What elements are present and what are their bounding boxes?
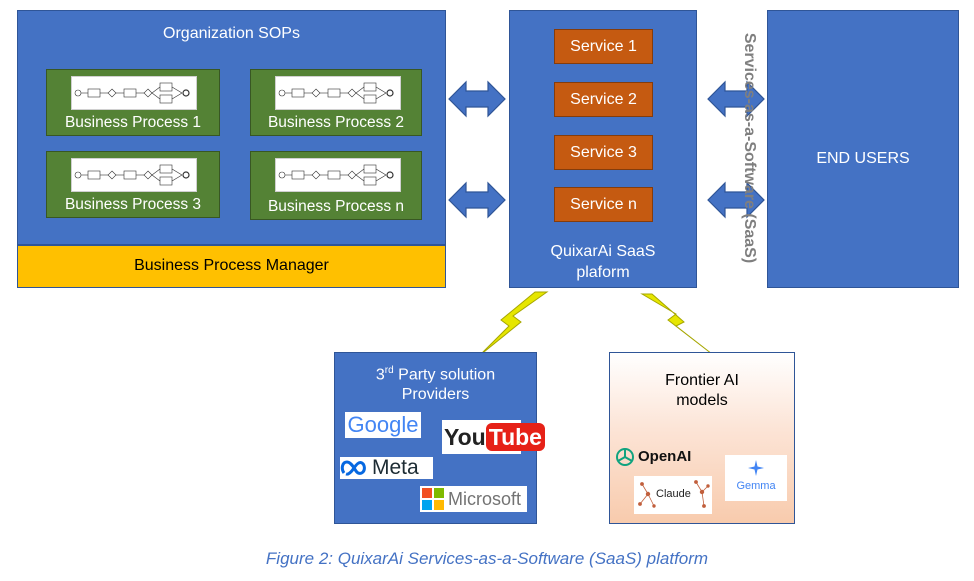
business-process-label: Business Process 1 [64,114,202,131]
claude-logo: Claude [634,476,712,514]
service-3-box[interactable]: Service 3 [554,135,653,170]
youtube-you-text: You [444,424,486,450]
gemma-logo-text: Gemma [736,480,776,492]
lightning-bolt-icon [640,293,713,355]
double-arrow-icon [448,181,506,219]
third-party-title-pre: 3 [375,366,385,384]
frontier-title-line1: Frontier AI [665,372,739,389]
gemma-logo: Gemma [725,455,787,501]
meta-infinity-icon [340,460,366,476]
business-process-card-1[interactable]: Business Process 1 [46,69,220,136]
microsoft-squares-icon [422,488,444,510]
meta-logo-text: Meta [372,456,419,479]
third-party-title-sup: rd [384,365,394,376]
platform-label-line1: QuixarAi SaaS [550,243,656,260]
openai-logo-text: OpenAI [638,448,692,465]
microsoft-logo: Microsoft [420,486,527,512]
meta-logo: Meta [340,457,433,479]
saas-vertical-text: Services-as-a-Software (SaaS) [741,32,758,264]
double-arrow-icon [707,80,765,118]
end-users-panel: END USERS [767,10,959,288]
business-process-manager-bar: Business Process Manager [17,245,446,288]
bpmn-diagram-thumbnail [71,76,197,110]
service-n-box[interactable]: Service n [554,187,653,222]
openai-logo: OpenAI [614,445,696,469]
business-process-label: Business Process 2 [267,114,405,131]
business-process-card-3[interactable]: Business Process 3 [46,151,220,218]
third-party-title-post: Party solution [393,366,496,384]
business-process-card-2[interactable]: Business Process 2 [250,69,422,136]
google-logo: Google [345,412,421,438]
frontier-title: Frontier AI models [610,371,794,411]
google-logo-text: Google [347,412,419,437]
openai-knot-icon [616,448,634,466]
bpmn-diagram-thumbnail [275,76,401,110]
service-1-box[interactable]: Service 1 [554,29,653,64]
third-party-title-line2: Providers [401,386,470,404]
bpmn-diagram-thumbnail [71,158,197,192]
third-party-title: 3rd Party solution Providers [335,361,536,405]
business-process-card-n[interactable]: Business Process n [250,151,422,220]
youtube-tube-text: Tube [485,423,545,451]
double-arrow-icon [448,80,506,118]
frontier-title-line2: models [676,392,728,409]
organization-sops-title: Organization SOPs [163,25,300,42]
figure-caption: Figure 2: QuixarAi Services-as-a-Softwar… [265,549,709,568]
service-2-box[interactable]: Service 2 [554,82,653,117]
microsoft-logo-text: Microsoft [448,489,522,509]
claude-logo-text: Claude [656,488,691,500]
platform-label: QuixarAi SaaS plaform [510,241,696,283]
business-process-label: Business Process 3 [64,196,202,213]
bpmn-diagram-thumbnail [275,158,401,192]
gemma-star-icon [748,460,764,476]
business-process-label: Business Process n [267,198,405,215]
claude-network-icon [638,480,710,508]
lightning-bolt-icon [478,291,549,357]
platform-label-line2: plaform [576,264,630,281]
saas-vertical-label: Services-as-a-Software (SaaS) [738,28,760,268]
double-arrow-icon [707,181,765,219]
